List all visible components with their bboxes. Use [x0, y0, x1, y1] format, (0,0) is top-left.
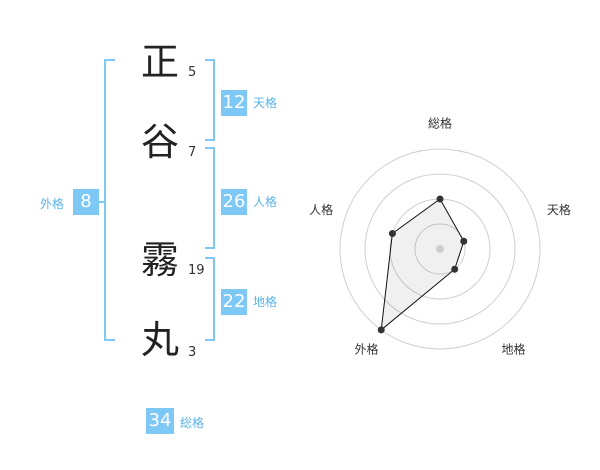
name-char-2: 谷 — [140, 120, 179, 164]
radar-point-4 — [377, 326, 385, 334]
tenkaku-badge: 12 — [221, 90, 247, 116]
jinkaku-label: 人格 — [253, 195, 278, 209]
radar-ring-4 — [339, 148, 541, 350]
stroke-count-3: 19 — [188, 263, 205, 278]
radar-point-1 — [436, 195, 444, 203]
stroke-count-2: 7 — [188, 145, 197, 160]
radar-ring-3 — [364, 173, 516, 325]
name-char-1: 正 — [140, 40, 179, 84]
soukaku-badge: 34 — [146, 408, 174, 434]
gaikaku-label: 外格 — [40, 197, 65, 211]
radar-axis-label-1: 総格 — [428, 116, 452, 131]
radar-point-2 — [460, 237, 468, 245]
radar-axis-label-2: 天格 — [547, 202, 571, 217]
jinkaku-bracket — [205, 147, 215, 249]
chikaku-badge: 22 — [221, 289, 247, 315]
gaikaku-badge: 8 — [73, 189, 99, 215]
radar-center-dot — [436, 245, 444, 253]
stroke-count-4: 3 — [188, 345, 197, 360]
radar-axis-label-3: 地格 — [501, 342, 525, 357]
radar-axis-label-4: 外格 — [355, 342, 379, 357]
radar-series-area — [380, 198, 465, 332]
radar-point-5 — [388, 230, 396, 238]
tenkaku-label: 天格 — [253, 96, 278, 110]
radar-axis-label-5: 人格 — [309, 202, 333, 217]
chikaku-bracket — [205, 257, 215, 341]
chikaku-label: 地格 — [253, 295, 278, 309]
radar-point-3 — [451, 265, 459, 273]
tenkaku-bracket — [205, 59, 215, 141]
jinkaku-badge: 26 — [221, 189, 247, 215]
radar-ring-1 — [414, 223, 466, 275]
soukaku-label: 総格 — [180, 416, 205, 430]
name-char-3: 霧 — [140, 238, 179, 282]
gaikaku-bracket — [104, 59, 115, 341]
stroke-count-1: 5 — [188, 65, 197, 80]
name-char-4: 丸 — [140, 318, 179, 362]
